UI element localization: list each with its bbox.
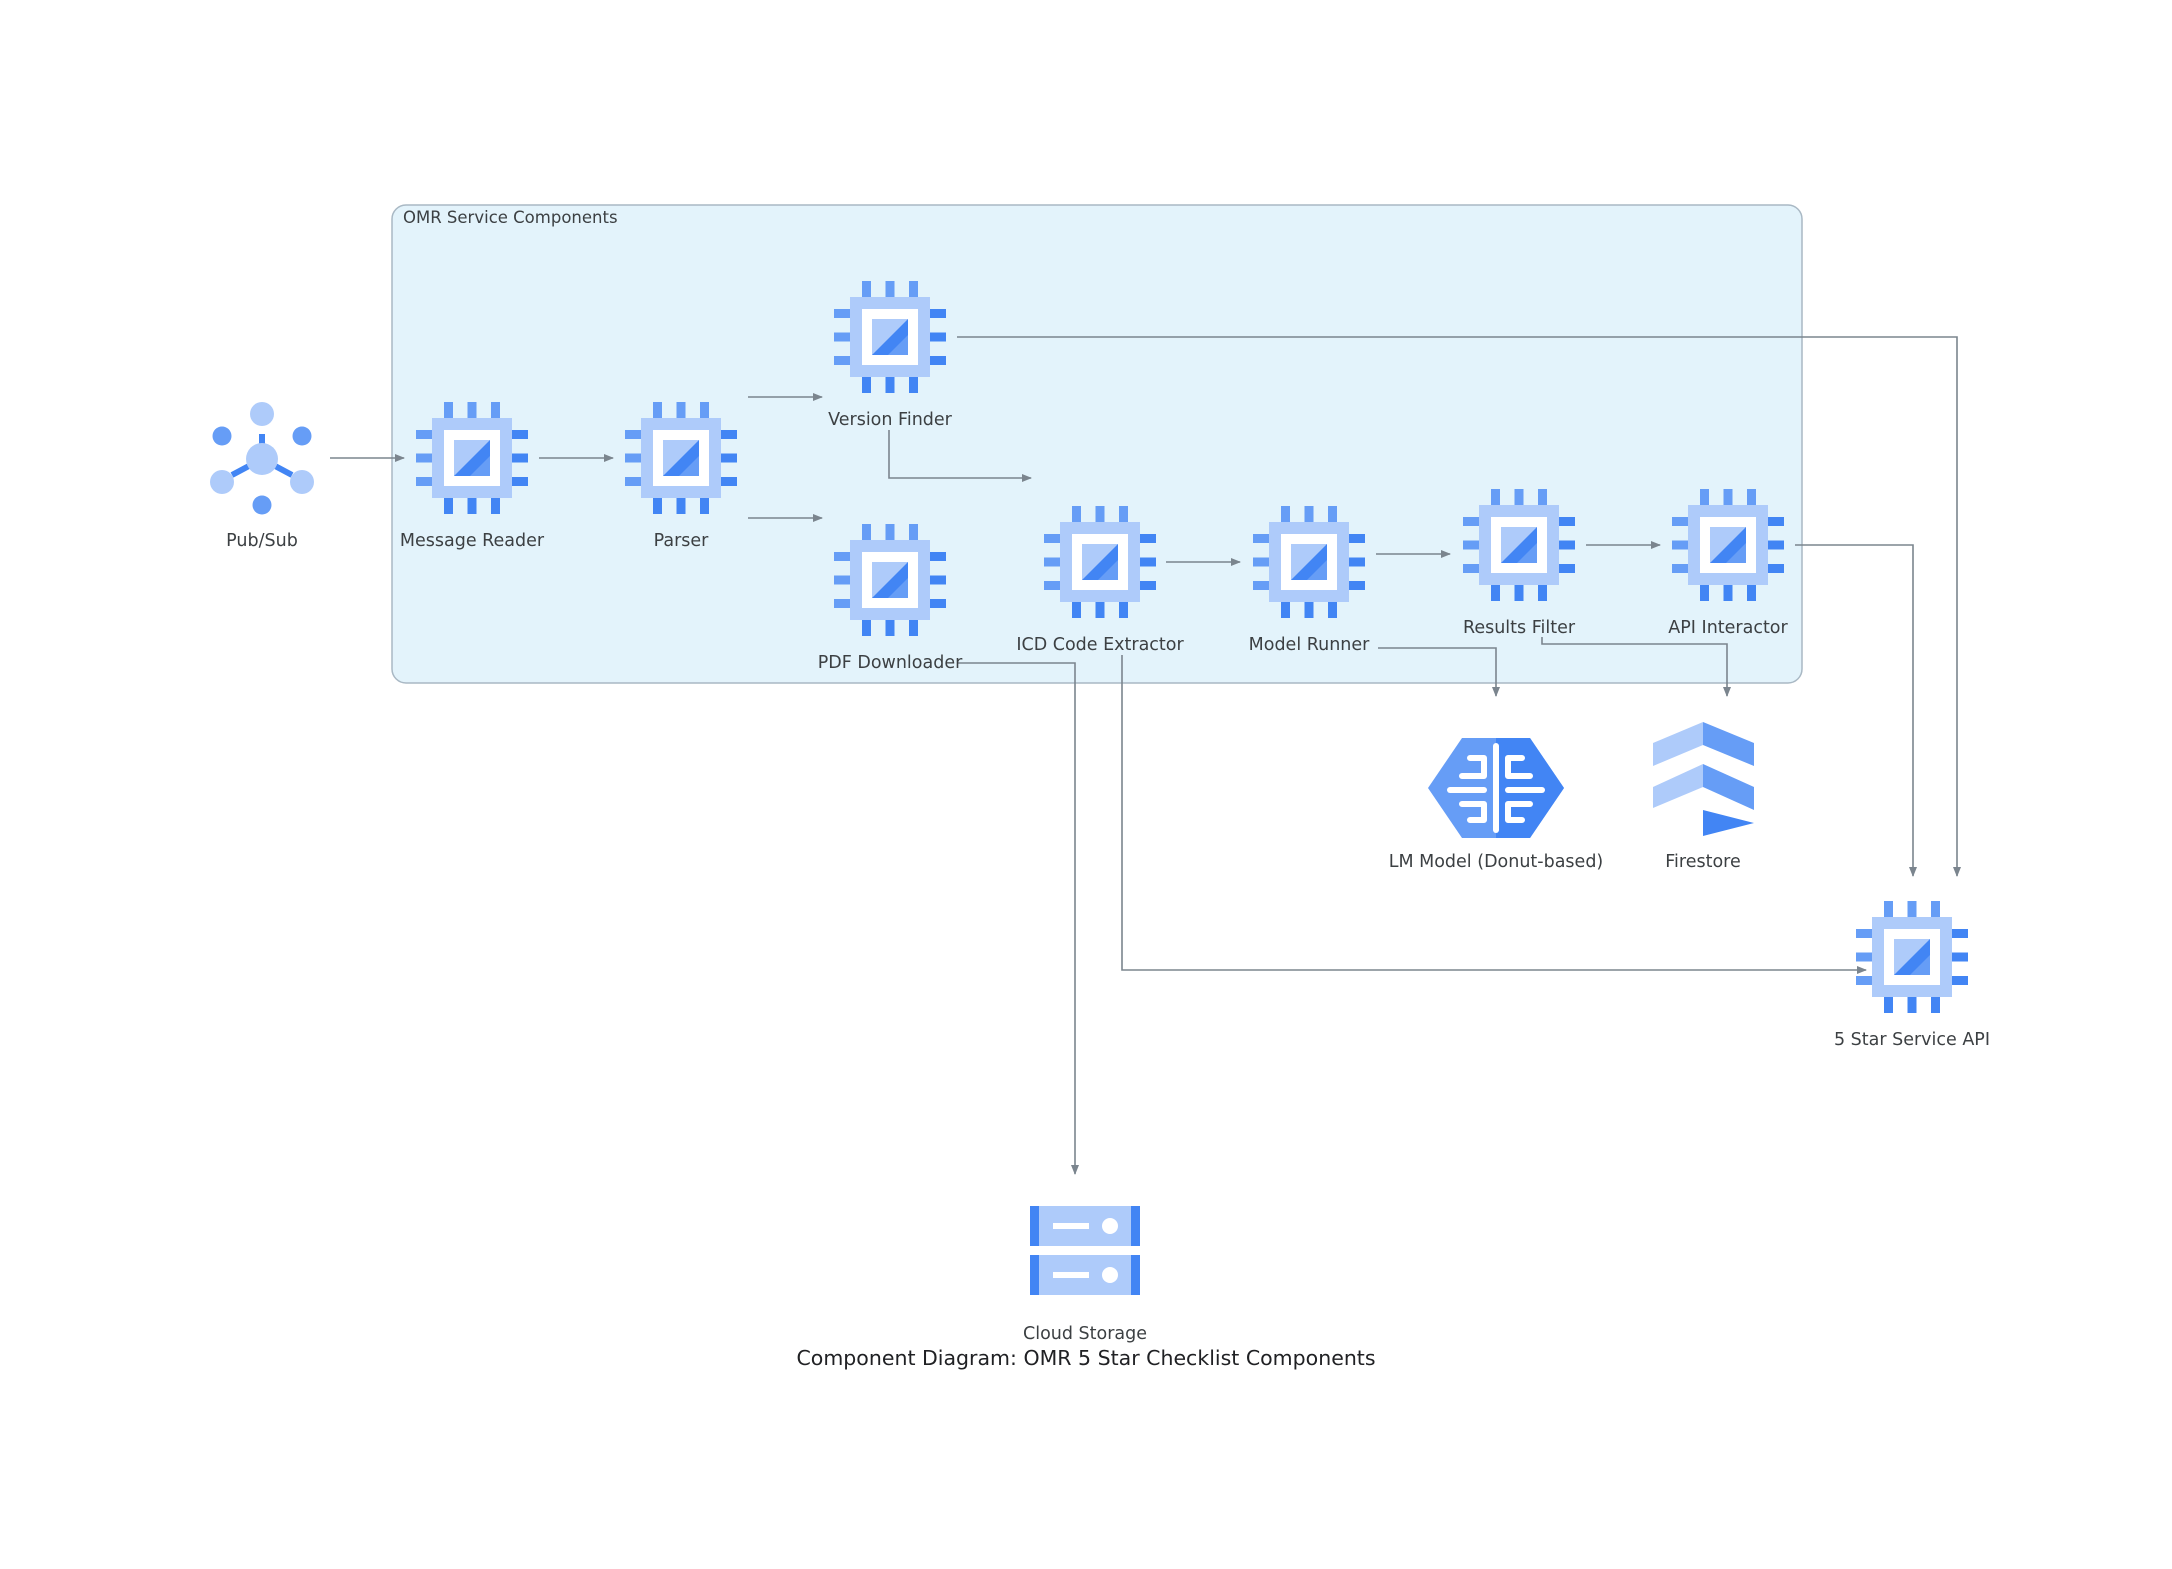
node-label: Firestore bbox=[1665, 852, 1741, 872]
node-parser[interactable]: Parser bbox=[625, 402, 737, 551]
diagram-title: Component Diagram: OMR 5 Star Checklist … bbox=[796, 1346, 1375, 1370]
edge-version-finder-to-icd-code-extractor bbox=[888, 430, 1032, 482]
ai-brain-icon bbox=[1428, 738, 1564, 838]
edge-icd-code-extractor-to-five-star-api bbox=[1121, 655, 1867, 974]
node-label: Parser bbox=[654, 531, 710, 551]
compute-chip-icon bbox=[1044, 506, 1156, 618]
node-version-finder[interactable]: Version Finder bbox=[828, 281, 953, 430]
node-label: 5 Star Service API bbox=[1834, 1030, 1990, 1050]
node-label: PDF Downloader bbox=[818, 653, 963, 673]
edge-model-runner-to-lm-model bbox=[1378, 647, 1500, 697]
compute-chip-icon bbox=[1253, 506, 1365, 618]
edge-version-finder-to-five-star-api bbox=[957, 336, 1961, 877]
node-label: Message Reader bbox=[400, 531, 545, 551]
node-label: LM Model (Donut-based) bbox=[1389, 852, 1604, 872]
node-results-filter[interactable]: Results Filter bbox=[1463, 489, 1576, 638]
edge-results-filter-to-firestore bbox=[1541, 637, 1731, 697]
node-lm-model[interactable]: LM Model (Donut-based) bbox=[1389, 738, 1604, 872]
edge-pdf-downloader-to-cloud-storage bbox=[957, 662, 1079, 1175]
storage-icon bbox=[1030, 1206, 1140, 1295]
compute-chip-icon bbox=[416, 402, 528, 514]
node-label: ICD Code Extractor bbox=[1016, 635, 1184, 655]
edges bbox=[330, 336, 1961, 1175]
node-model-runner[interactable]: Model Runner bbox=[1249, 506, 1371, 655]
compute-chip-icon bbox=[1672, 489, 1784, 601]
node-pdf-downloader[interactable]: PDF Downloader bbox=[818, 524, 963, 673]
cluster-label: OMR Service Components bbox=[403, 208, 618, 227]
node-message-reader[interactable]: Message Reader bbox=[400, 402, 545, 551]
pubsub-icon bbox=[210, 402, 314, 515]
node-firestore[interactable]: Firestore bbox=[1653, 722, 1754, 872]
node-label: Pub/Sub bbox=[226, 531, 298, 551]
node-label: Cloud Storage bbox=[1023, 1324, 1147, 1344]
node-cloud-storage[interactable]: Cloud Storage bbox=[1023, 1206, 1147, 1344]
node-label: Model Runner bbox=[1249, 635, 1371, 655]
firestore-icon bbox=[1653, 722, 1754, 836]
compute-chip-icon bbox=[834, 281, 946, 393]
node-five-star-api[interactable]: 5 Star Service API bbox=[1834, 901, 1990, 1050]
edge-api-interactor-to-five-star-api bbox=[1795, 544, 1917, 877]
node-api-interactor[interactable]: API Interactor bbox=[1668, 489, 1789, 638]
cluster-omr-service-components bbox=[391, 204, 1803, 684]
compute-chip-icon bbox=[1856, 901, 1968, 1013]
node-icd-code-extractor[interactable]: ICD Code Extractor bbox=[1016, 506, 1184, 655]
node-label: Version Finder bbox=[828, 410, 953, 430]
node-label: API Interactor bbox=[1668, 618, 1788, 638]
node-label: Results Filter bbox=[1463, 618, 1576, 638]
node-pubsub[interactable]: Pub/Sub bbox=[210, 402, 314, 551]
compute-chip-icon bbox=[1463, 489, 1575, 601]
compute-chip-icon bbox=[834, 524, 946, 636]
compute-chip-icon bbox=[625, 402, 737, 514]
